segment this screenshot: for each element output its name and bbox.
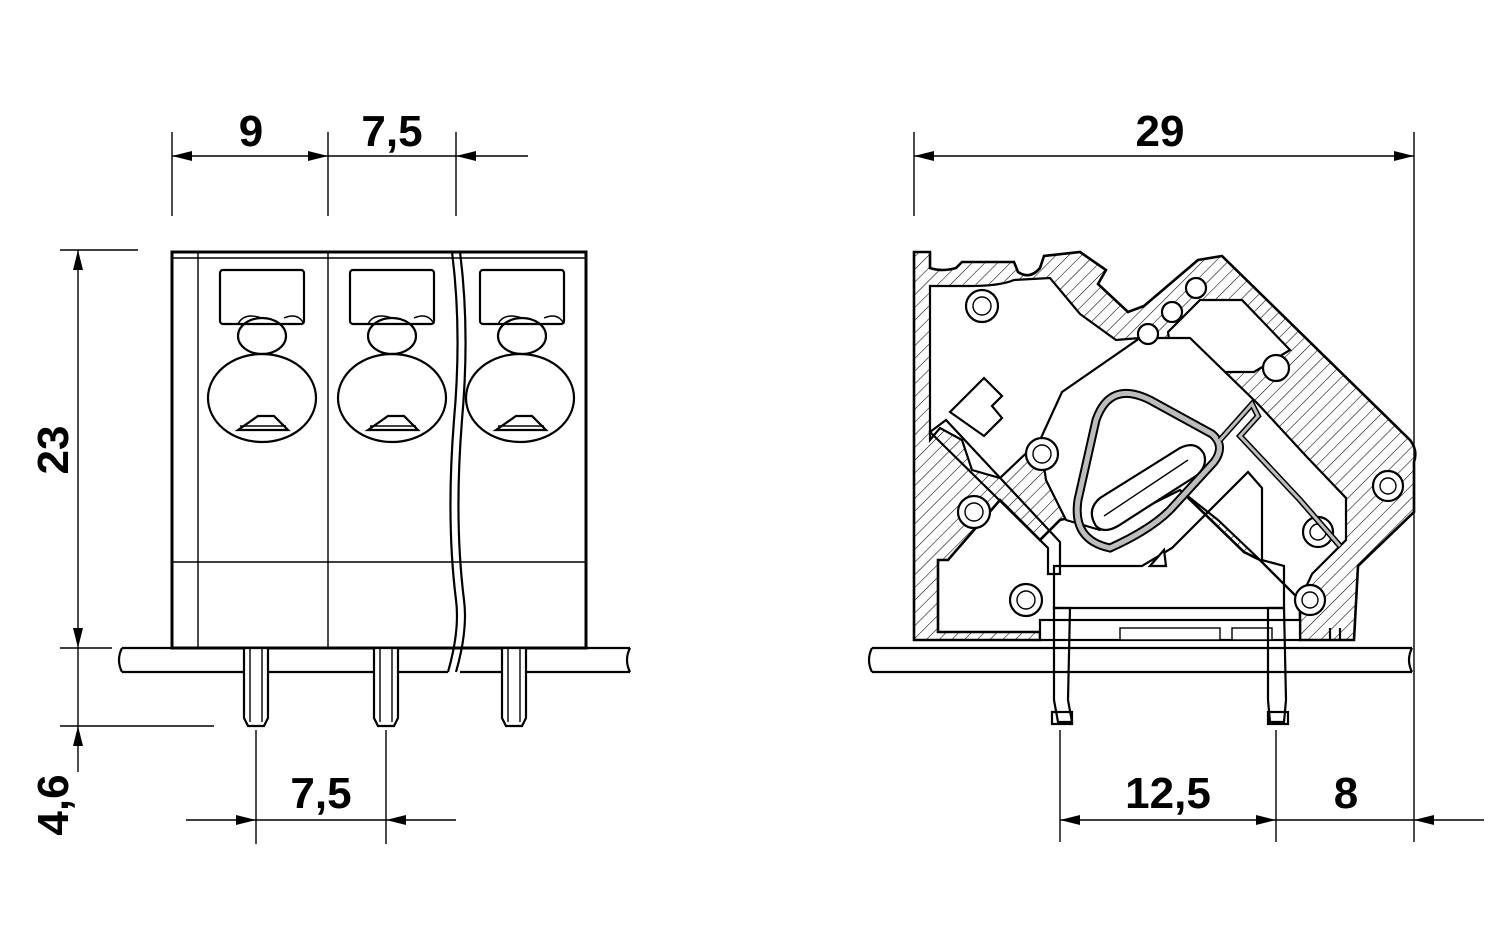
dimension-top-width bbox=[171, 132, 528, 216]
dim-label-7-5-top: 7,5 bbox=[361, 107, 422, 156]
dimension-height bbox=[60, 249, 214, 772]
front-view: 9 7,5 23 4,6 7,5 bbox=[29, 107, 631, 844]
terminal-pole-3 bbox=[464, 268, 576, 444]
dim-label-7-5-bottom: 7,5 bbox=[290, 769, 351, 818]
terminal-pole-2 bbox=[336, 268, 448, 444]
dimension-pitch-bottom bbox=[186, 730, 456, 844]
dim-label-29: 29 bbox=[1136, 107, 1185, 156]
dimension-pin-spacing bbox=[1059, 730, 1484, 842]
clamp-spring bbox=[1072, 388, 1343, 553]
dim-label-23: 23 bbox=[29, 426, 78, 475]
pcb-board-side bbox=[867, 646, 1413, 674]
actuation-lever bbox=[928, 376, 1062, 576]
busbar-contact bbox=[1050, 470, 1290, 726]
dim-label-4-6: 4,6 bbox=[29, 774, 78, 835]
solder-pins-front bbox=[242, 646, 528, 728]
dim-label-12-5: 12,5 bbox=[1125, 769, 1211, 818]
terminal-block-housing bbox=[170, 250, 588, 673]
housing-holes bbox=[956, 276, 1405, 618]
dim-label-8: 8 bbox=[1334, 769, 1358, 818]
dimension-depth bbox=[913, 132, 1415, 842]
dim-label-9: 9 bbox=[239, 107, 263, 156]
terminal-pole-1 bbox=[206, 268, 318, 444]
side-view: 29 12,5 8 bbox=[867, 107, 1484, 842]
